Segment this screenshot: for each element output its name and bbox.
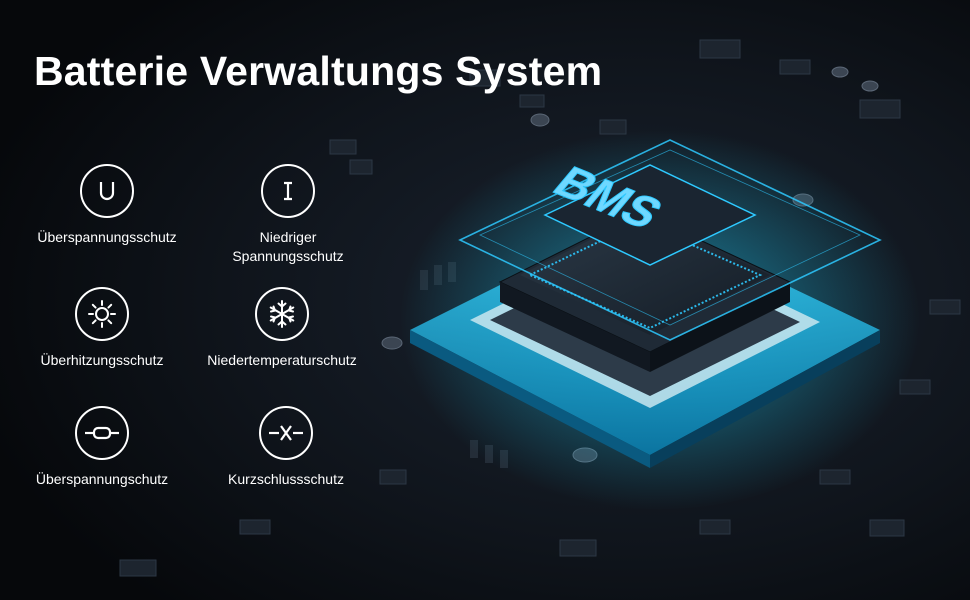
i-icon (261, 164, 315, 218)
resistor-icon (75, 406, 129, 460)
short-circuit-icon (259, 406, 313, 460)
feature-label: Niedertemperaturschutz (207, 352, 357, 368)
u-icon (80, 164, 134, 218)
feature-overheat: Überhitzungsschutz (12, 287, 192, 370)
page-title: Batterie Verwaltungs System (34, 48, 603, 94)
sun-icon (75, 287, 129, 341)
feature-overcurrent: Überspannungschutz (12, 406, 192, 489)
feature-low-voltage: Niedriger Spannungsschutz (198, 164, 378, 266)
feature-overvoltage: Überspannungsschutz (17, 164, 197, 247)
snowflake-icon (255, 287, 309, 341)
feature-label: Überhitzungsschutz (40, 352, 164, 368)
feature-label: Kurzschlussschutz (228, 471, 344, 487)
feature-short-circuit: Kurzschlussschutz (196, 406, 376, 489)
feature-label: Überspannungschutz (35, 471, 169, 487)
feature-label: Niedriger Spannungsschutz (232, 229, 344, 264)
feature-low-temperature: Niedertemperaturschutz (192, 287, 372, 370)
feature-label: Überspannungsschutz (37, 229, 177, 245)
